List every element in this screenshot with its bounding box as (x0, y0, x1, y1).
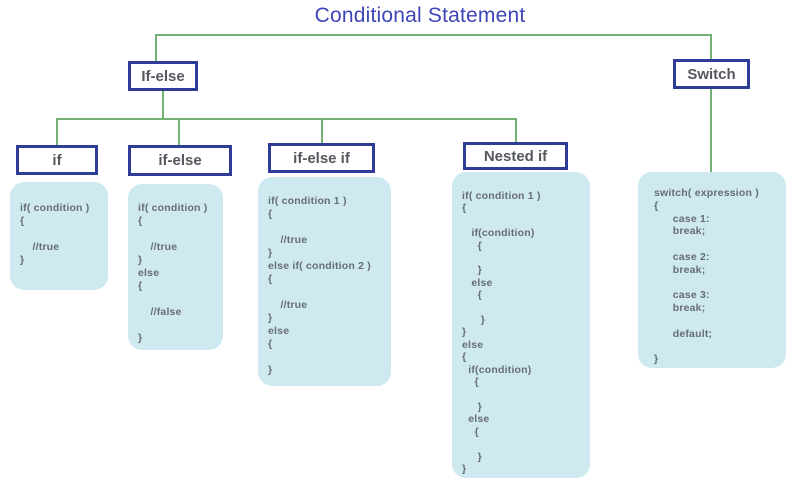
node-if-else-branch-label: If-else (141, 67, 185, 85)
node-switch-branch-label: Switch (687, 65, 736, 83)
connector-switch-to-code-line (710, 89, 712, 172)
connector-root-to-switch-line (710, 34, 712, 59)
code-block-switch: switch( expression ) { case 1: break; ca… (638, 172, 786, 368)
connector-to-nested-if-line (515, 118, 517, 142)
node-if-label: if (52, 151, 62, 169)
connector-to-if-else-if-line (321, 118, 323, 143)
connector-to-if-else-leaf-line (178, 118, 180, 145)
code-block-if-else: if( condition ) { //true } else { //fals… (128, 184, 223, 350)
connector-if-else-down-line (162, 91, 164, 119)
connector-to-if-line (56, 118, 58, 145)
page-title: Conditional Statement (314, 4, 526, 27)
node-if-else-branch: If-else (128, 61, 198, 91)
node-if: if (16, 145, 98, 175)
node-nested-if-label: Nested if (483, 147, 548, 165)
node-if-else-if-label: if-else if (293, 149, 350, 167)
code-block-if: if( condition ) { //true } (10, 182, 108, 290)
connector-root-to-if-else-line (155, 34, 157, 61)
code-block-if-else-if: if( condition 1 ) { //true } else if( co… (258, 177, 391, 386)
node-switch-branch: Switch (673, 59, 750, 89)
code-block-nested-if: if( condition 1 ) { if(condition) { } el… (452, 172, 590, 478)
connector-root-horizontal-line (155, 34, 712, 36)
node-nested-if: Nested if (463, 142, 568, 170)
node-if-else-label: if-else (158, 152, 202, 169)
node-if-else: if-else (128, 145, 232, 176)
node-if-else-if: if-else if (268, 143, 375, 173)
connector-children-horizontal-line (56, 118, 517, 120)
